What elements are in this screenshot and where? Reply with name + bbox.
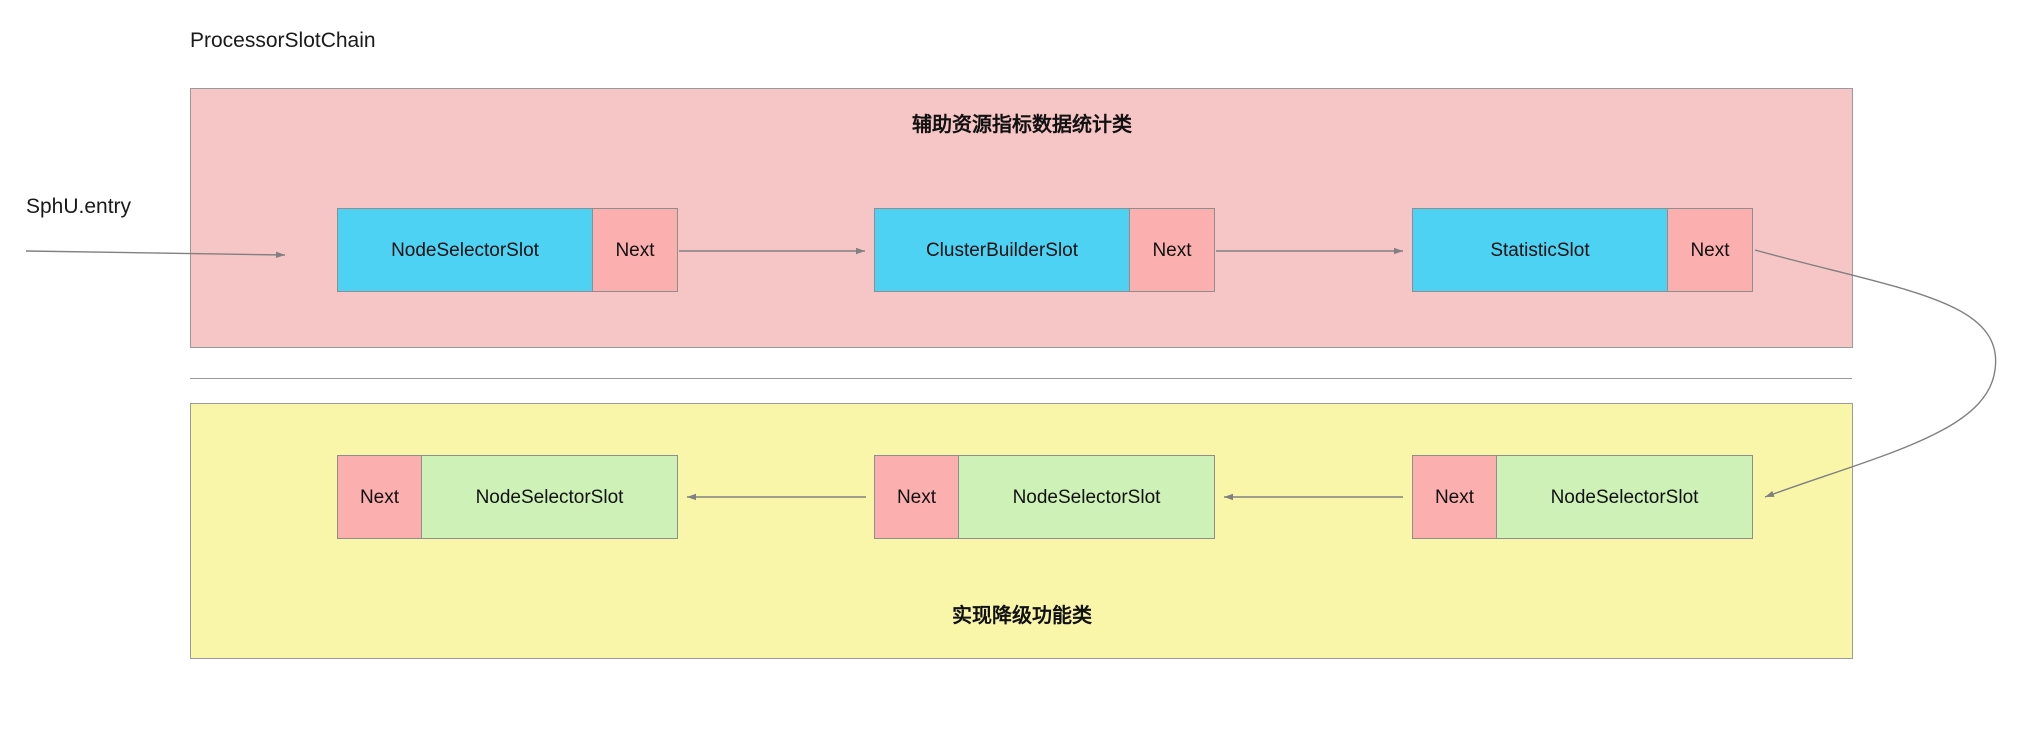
node-box[interactable]: ClusterBuilderSlot Next <box>874 208 1215 292</box>
node-main-label: NodeSelectorSlot <box>1497 456 1752 538</box>
node-box[interactable]: Next NodeSelectorSlot <box>1412 455 1753 539</box>
node-next-label: Next <box>338 456 422 538</box>
entry-point-label: SphU.entry <box>26 195 132 218</box>
group-caption-statistic: 辅助资源指标数据统计类 <box>912 114 1132 136</box>
node-main-label: NodeSelectorSlot <box>338 209 593 291</box>
node-main-label: NodeSelectorSlot <box>959 456 1214 538</box>
group-caption-degrade: 实现降级功能类 <box>952 605 1092 627</box>
node-box[interactable]: StatisticSlot Next <box>1412 208 1753 292</box>
node-next-label: Next <box>593 209 677 291</box>
node-next-label: Next <box>1413 456 1497 538</box>
node-main-label: NodeSelectorSlot <box>422 456 677 538</box>
page-title: ProcessorSlotChain <box>190 29 376 52</box>
node-next-label: Next <box>875 456 959 538</box>
group-divider <box>190 378 1852 379</box>
node-main-label: ClusterBuilderSlot <box>875 209 1130 291</box>
node-next-label: Next <box>1130 209 1214 291</box>
node-box[interactable]: Next NodeSelectorSlot <box>874 455 1215 539</box>
node-box[interactable]: Next NodeSelectorSlot <box>337 455 678 539</box>
node-main-label: StatisticSlot <box>1413 209 1668 291</box>
node-box[interactable]: NodeSelectorSlot Next <box>337 208 678 292</box>
node-next-label: Next <box>1668 209 1752 291</box>
